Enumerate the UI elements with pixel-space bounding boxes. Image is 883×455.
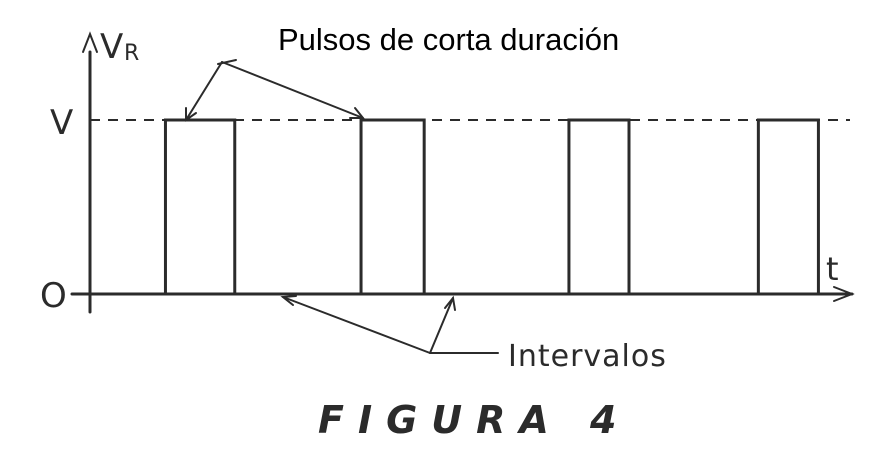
diagram-title: Pulsos de corta duración [278,22,619,57]
interval-pointer-arrowhead-1 [280,295,297,306]
pulse-pointer-line-2 [221,61,364,119]
pulse-1 [165,120,234,294]
pulse-train [88,118,822,296]
pulse-pointer-arrowhead-2 [349,107,366,119]
time-axis-arrowhead [833,286,855,302]
pulse-pointer-line-1 [185,61,223,121]
y-axis-label-subscript: R [124,41,139,66]
y-axis-label: V [100,27,123,67]
pulse-waveform-line [88,118,822,296]
pulse-pointer-arrowhead-1 [185,107,197,122]
pulse-pointer-junction [217,59,237,65]
vertical-axis-arrowhead [82,31,98,53]
pulse-2 [361,120,424,294]
interval-pointer-arrowhead-2 [444,295,456,311]
pulse-3 [569,120,629,294]
high-level-label: V [50,103,73,143]
time-axis-label: t [826,250,839,288]
interval-pointer-line-2 [429,297,454,354]
intervals-annotation: Intervalos [508,339,667,374]
low-level-label: O [40,276,67,316]
pulse-4 [758,120,818,294]
interval-pointer-line-1 [282,296,431,354]
figure-caption: FIGURA 4 [318,398,630,442]
